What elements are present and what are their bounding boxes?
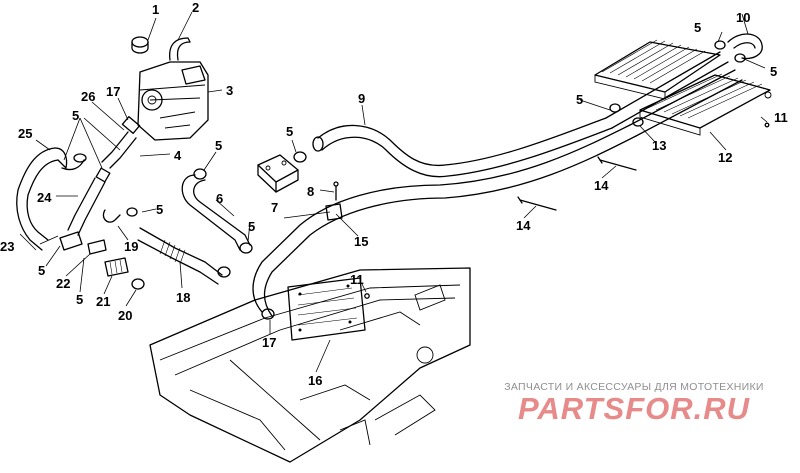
tunnel-heat-exchanger [287,277,366,341]
callout-3: 3 [226,83,233,98]
callout-5-right-elbow: 5 [770,64,777,79]
callout-16: 16 [308,373,322,388]
callout-12: 12 [718,150,732,165]
callout-24: 24 [37,190,52,205]
callout-11-upper: 11 [774,110,788,125]
callout-labels: 1 2 3 26 17 5 25 4 5 6 24 5 19 5 23 5 22… [0,0,788,388]
callout-18: 18 [176,290,190,305]
callout-13: 13 [652,138,666,153]
rear-heat-exchanger-lower [639,73,772,136]
callout-8: 8 [307,184,314,199]
watermark-caption: ЗАПЧАСТИ И АКСЕССУАРЫ ДЛЯ МОТОТЕХНИКИ [504,381,764,393]
callout-26: 26 [81,89,95,104]
leader-lines [19,11,768,373]
callout-7: 7 [271,200,278,215]
coolant-hose-main [252,117,637,320]
callout-21: 21 [96,294,110,309]
callout-22: 22 [56,276,70,291]
callout-5-left-lower: 5 [38,263,45,278]
callout-5-hose6-lower: 5 [248,219,255,234]
callout-5-right-mid: 5 [576,92,583,107]
callout-11-lower: 11 [350,272,364,287]
callout-5-bottom: 5 [76,292,83,307]
watermark-logo: PARTSFOR.RU [517,391,751,426]
callout-2: 2 [192,0,199,15]
callout-14-lower: 14 [516,218,531,233]
bolts [364,122,770,299]
watermark: ЗАПЧАСТИ И АКСЕССУАРЫ ДЛЯ МОТОТЕХНИКИ PA… [484,381,784,427]
callout-6: 6 [216,191,223,206]
callout-5-bracket: 5 [286,124,293,139]
callout-10: 10 [736,10,750,25]
callout-15: 15 [354,234,368,249]
callout-23: 23 [0,239,14,254]
callout-14-upper: 14 [594,178,609,193]
callout-5-right-top: 5 [694,20,701,35]
callout-9: 9 [358,91,365,106]
exchanger-tubes [605,33,763,137]
callout-20: 20 [118,308,132,323]
callout-5-left-upper: 5 [72,108,79,123]
callout-25: 25 [18,126,32,141]
callout-17-upper: 17 [106,84,120,99]
callout-19: 19 [124,239,138,254]
left-hose-assembly [16,116,253,290]
coolant-reservoir-assembly [131,36,209,141]
callout-5-mid: 5 [156,202,163,217]
callout-4: 4 [174,148,182,163]
hose-bracket-block [257,151,307,193]
rear-heat-exchanger-upper [594,39,721,100]
callout-5-hose6: 5 [215,138,222,153]
tunnel-skid-plate [149,267,471,463]
callout-17-lower: 17 [262,335,276,350]
callout-1: 1 [152,2,159,17]
